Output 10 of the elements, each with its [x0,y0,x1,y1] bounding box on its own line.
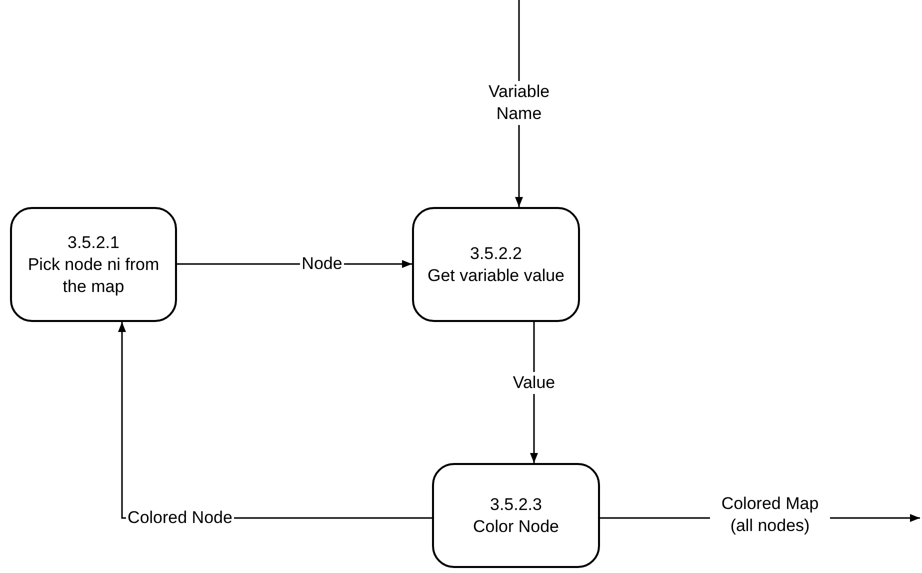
edge-label: Value [510,372,558,394]
process-number: 3.5.2.2 [470,242,522,264]
process-label: Pick node ni from the map [26,254,160,298]
process-box [432,463,600,568]
process-box [412,207,580,322]
process-label: Color Node [473,516,559,538]
process-number: 3.5.2.3 [490,494,542,516]
process-number: 3.5.2.1 [68,232,120,254]
process-label: Get variable value [427,264,565,286]
process-box [10,207,177,322]
